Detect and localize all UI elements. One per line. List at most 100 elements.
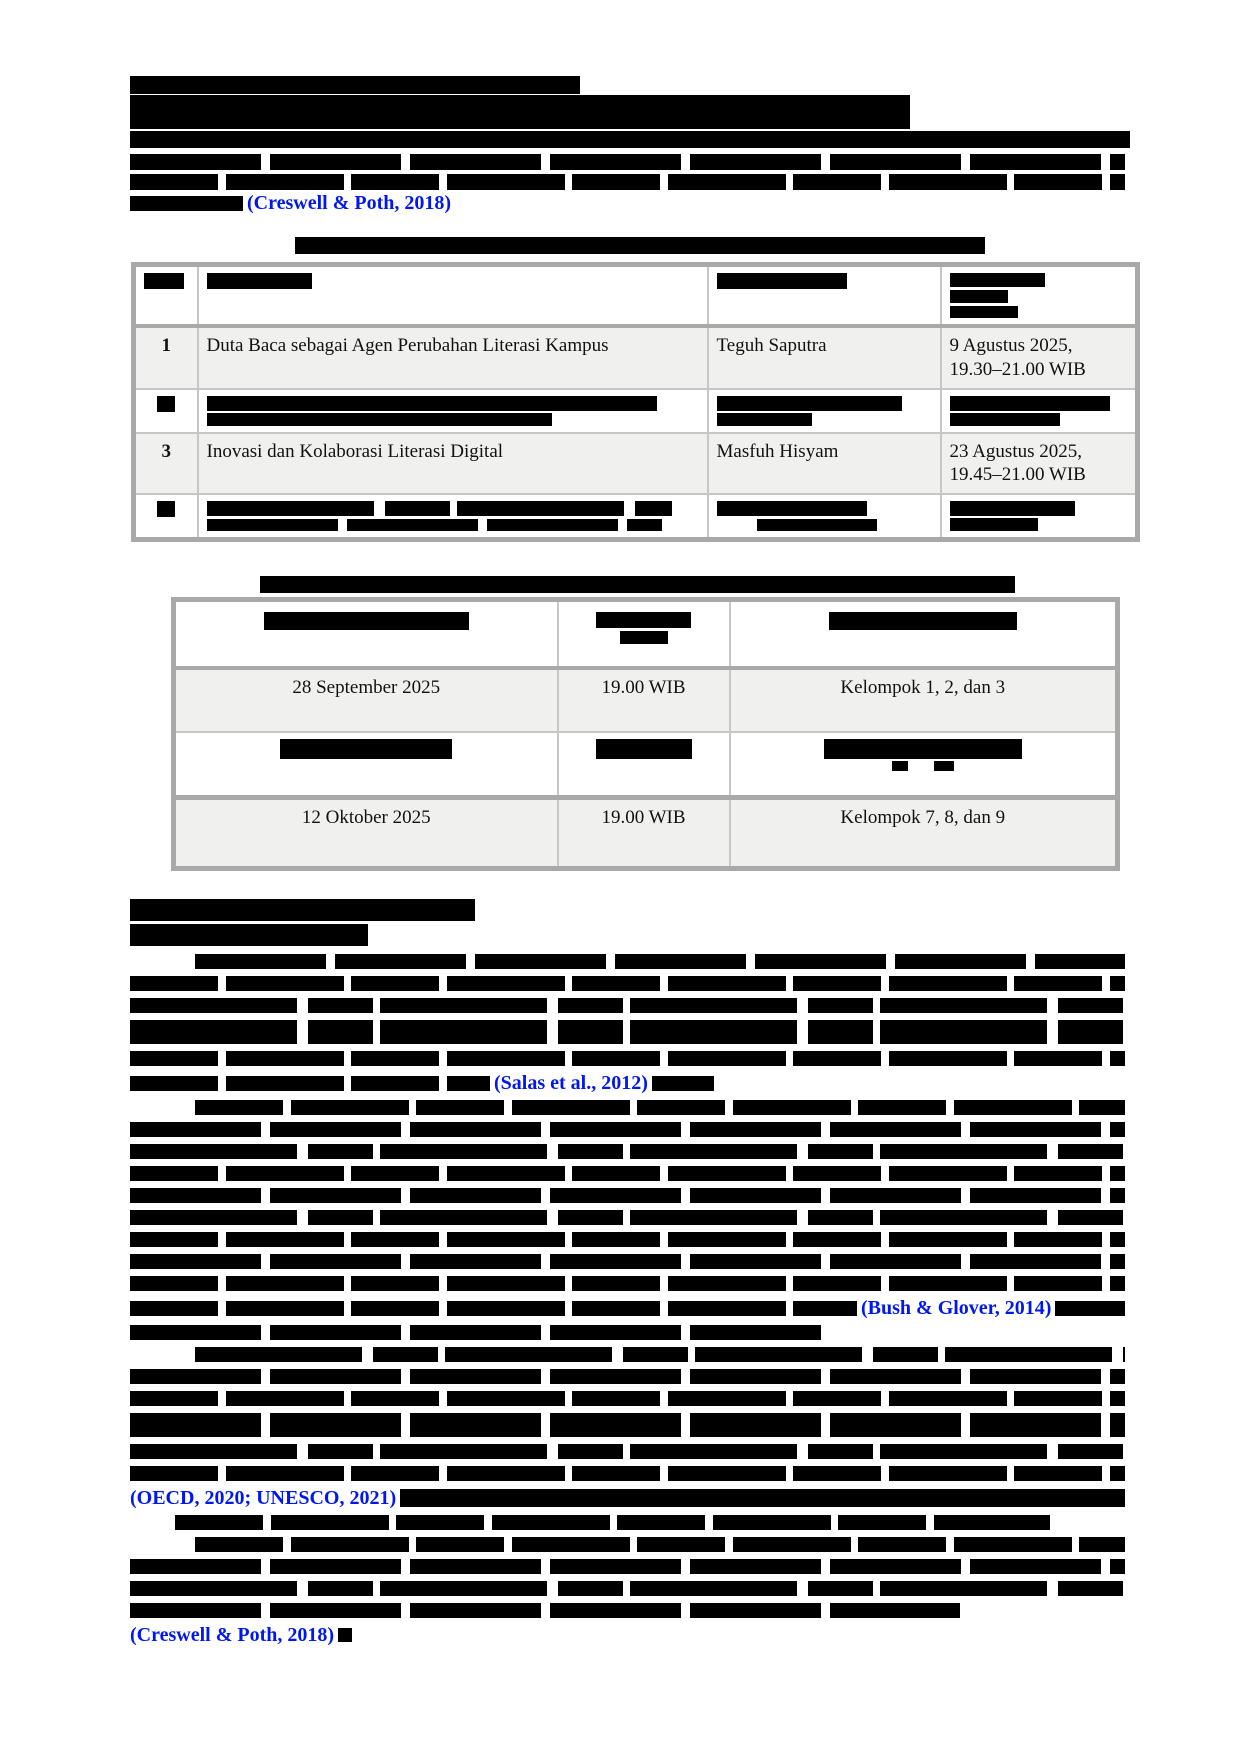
redacted-line	[130, 1391, 1125, 1406]
cell-waktu: 23 Agustus 2025, 19.45–21.00 WIB	[939, 431, 1139, 495]
redacted-text-segment	[130, 1075, 490, 1091]
table2-header-row	[172, 598, 1119, 670]
redacted-line	[175, 1515, 1050, 1530]
cell-narasumber-redacted	[706, 387, 942, 434]
body-paragraph-redacted: (Creswell & Poth, 2018)	[130, 1537, 1125, 1645]
redacted-line	[130, 1122, 1125, 1137]
table1-row-4-redacted	[132, 493, 1139, 541]
redacted-heading-rule	[130, 131, 1130, 148]
redacted-line	[130, 1581, 1125, 1596]
redacted-line	[130, 1254, 1125, 1269]
redacted-line	[195, 1347, 1125, 1362]
table2-jadwal-kelompok: 28 September 2025 19.00 WIB Kelompok 1, …	[171, 597, 1120, 871]
cell-waktu-redacted	[939, 387, 1139, 434]
table1-header-narasumber-redacted	[706, 263, 942, 328]
intro-paragraph-redacted: (Creswell & Poth, 2018)	[130, 154, 1125, 213]
table1-header-no-redacted	[132, 263, 199, 328]
redacted-line	[195, 1537, 1125, 1552]
redacted-line	[130, 1210, 1125, 1225]
redacted-line	[130, 1444, 1125, 1459]
header-redacted	[130, 76, 1130, 148]
redacted-heading-block	[130, 95, 910, 129]
redacted-line-with-citation: (Salas et al., 2012)	[130, 1073, 1125, 1093]
redacted-line	[130, 1369, 1125, 1384]
redacted-line-with-citation: (Creswell & Poth, 2018)	[130, 1625, 1125, 1645]
cell-waktu-redacted	[556, 730, 731, 799]
cell-no: 1	[132, 325, 199, 390]
cell-kelompok-redacted	[728, 730, 1119, 799]
body-paragraph-redacted: (Salas et al., 2012)	[130, 954, 1125, 1093]
redacted-line	[130, 1144, 1125, 1159]
table1-caption-redacted	[295, 237, 985, 254]
citation-oecd[interactable]: (OECD, 2020; UNESCO, 2021)	[130, 1487, 397, 1509]
table1-row-1: 1 Duta Baca sebagai Agen Perubahan Liter…	[132, 325, 1139, 390]
cell-tema: Duta Baca sebagai Agen Perubahan Literas…	[196, 325, 709, 390]
cell-tema: Inovasi dan Kolaborasi Literasi Digital	[196, 431, 709, 495]
cell-waktu: 19.00 WIB	[556, 795, 731, 870]
section-heading-redacted	[130, 899, 1125, 946]
cell-tema-redacted	[196, 387, 709, 434]
redacted-text-segment	[651, 1075, 714, 1091]
table2-row-3: 12 Oktober 2025 19.00 WIB Kelompok 7, 8,…	[172, 795, 1119, 870]
table1-jadwal-tema: 1 Duta Baca sebagai Agen Perubahan Liter…	[131, 262, 1140, 542]
table2-header-waktu-redacted	[556, 598, 731, 670]
redacted-line	[130, 1232, 1125, 1247]
cell-no: 3	[132, 431, 199, 495]
redacted-line	[130, 1559, 1125, 1574]
citation-salas[interactable]: (Salas et al., 2012)	[494, 1072, 648, 1094]
table2-row-1: 28 September 2025 19.00 WIB Kelompok 1, …	[172, 666, 1119, 733]
table1-header-tema-redacted	[196, 263, 709, 328]
redacted-line	[130, 1020, 1125, 1044]
cell-waktu-redacted	[939, 493, 1139, 541]
redacted-line	[130, 1276, 1125, 1291]
redacted-line	[130, 1413, 1125, 1437]
redacted-line	[130, 976, 1125, 991]
table2-header-tanggal-redacted	[172, 598, 559, 670]
cell-tema-redacted	[196, 493, 709, 541]
cell-kelompok: Kelompok 7, 8, dan 9	[728, 795, 1119, 870]
redacted-heading-line	[130, 899, 475, 921]
redacted-text-segment	[130, 1300, 857, 1316]
citation-creswell-top[interactable]: (Creswell & Poth, 2018)	[247, 192, 452, 214]
cell-narasumber-redacted	[706, 493, 942, 541]
cell-no-redacted	[132, 493, 199, 541]
redacted-line	[130, 1188, 1125, 1203]
cell-tanggal: 12 Oktober 2025	[172, 795, 559, 870]
body-paragraph-redacted: (OECD, 2020; UNESCO, 2021)	[130, 1347, 1125, 1530]
redacted-text-segment	[400, 1489, 1125, 1507]
redacted-subheading-line	[130, 924, 368, 946]
redacted-text-segment	[1055, 1300, 1125, 1316]
body-paragraph-redacted: (Bush & Glover, 2014)	[130, 1100, 1125, 1340]
table2-row-2-redacted	[172, 730, 1119, 799]
redacted-line	[130, 1466, 1125, 1481]
cell-kelompok: Kelompok 1, 2, dan 3	[728, 666, 1119, 733]
table1-row-2-redacted	[132, 387, 1139, 434]
redacted-line	[130, 998, 1125, 1013]
redacted-line-with-citation: (Creswell & Poth, 2018)	[130, 193, 1125, 213]
redacted-text-segment	[338, 1628, 353, 1642]
redacted-text-segment	[130, 195, 243, 211]
redacted-line	[130, 1325, 830, 1340]
redacted-line	[130, 1166, 1125, 1181]
cell-waktu: 9 Agustus 2025, 19.30–21.00 WIB	[939, 325, 1139, 390]
table1-header-waktu-redacted	[939, 263, 1139, 328]
redacted-line-with-citation: (Bush & Glover, 2014)	[130, 1298, 1125, 1318]
cell-tanggal-redacted	[172, 730, 559, 799]
citation-bush[interactable]: (Bush & Glover, 2014)	[861, 1297, 1052, 1319]
redacted-line	[195, 1100, 1125, 1115]
redacted-line	[195, 954, 1125, 969]
table1-header-row	[132, 263, 1139, 328]
table2-header-kelompok-redacted	[728, 598, 1119, 670]
cell-narasumber: Masfuh Hisyam	[706, 431, 942, 495]
table2-caption-redacted	[260, 576, 1015, 593]
redacted-line	[130, 154, 1125, 170]
cell-narasumber: Teguh Saputra	[706, 325, 942, 390]
redacted-line	[130, 1603, 960, 1618]
table1-row-3: 3 Inovasi dan Kolaborasi Literasi Digita…	[132, 431, 1139, 495]
redacted-heading-line	[130, 76, 580, 94]
citation-creswell-bottom[interactable]: (Creswell & Poth, 2018)	[130, 1624, 335, 1646]
redacted-line	[130, 174, 1125, 190]
redacted-line	[130, 1051, 1125, 1066]
redacted-line-with-citation: (OECD, 2020; UNESCO, 2021)	[130, 1488, 1125, 1508]
